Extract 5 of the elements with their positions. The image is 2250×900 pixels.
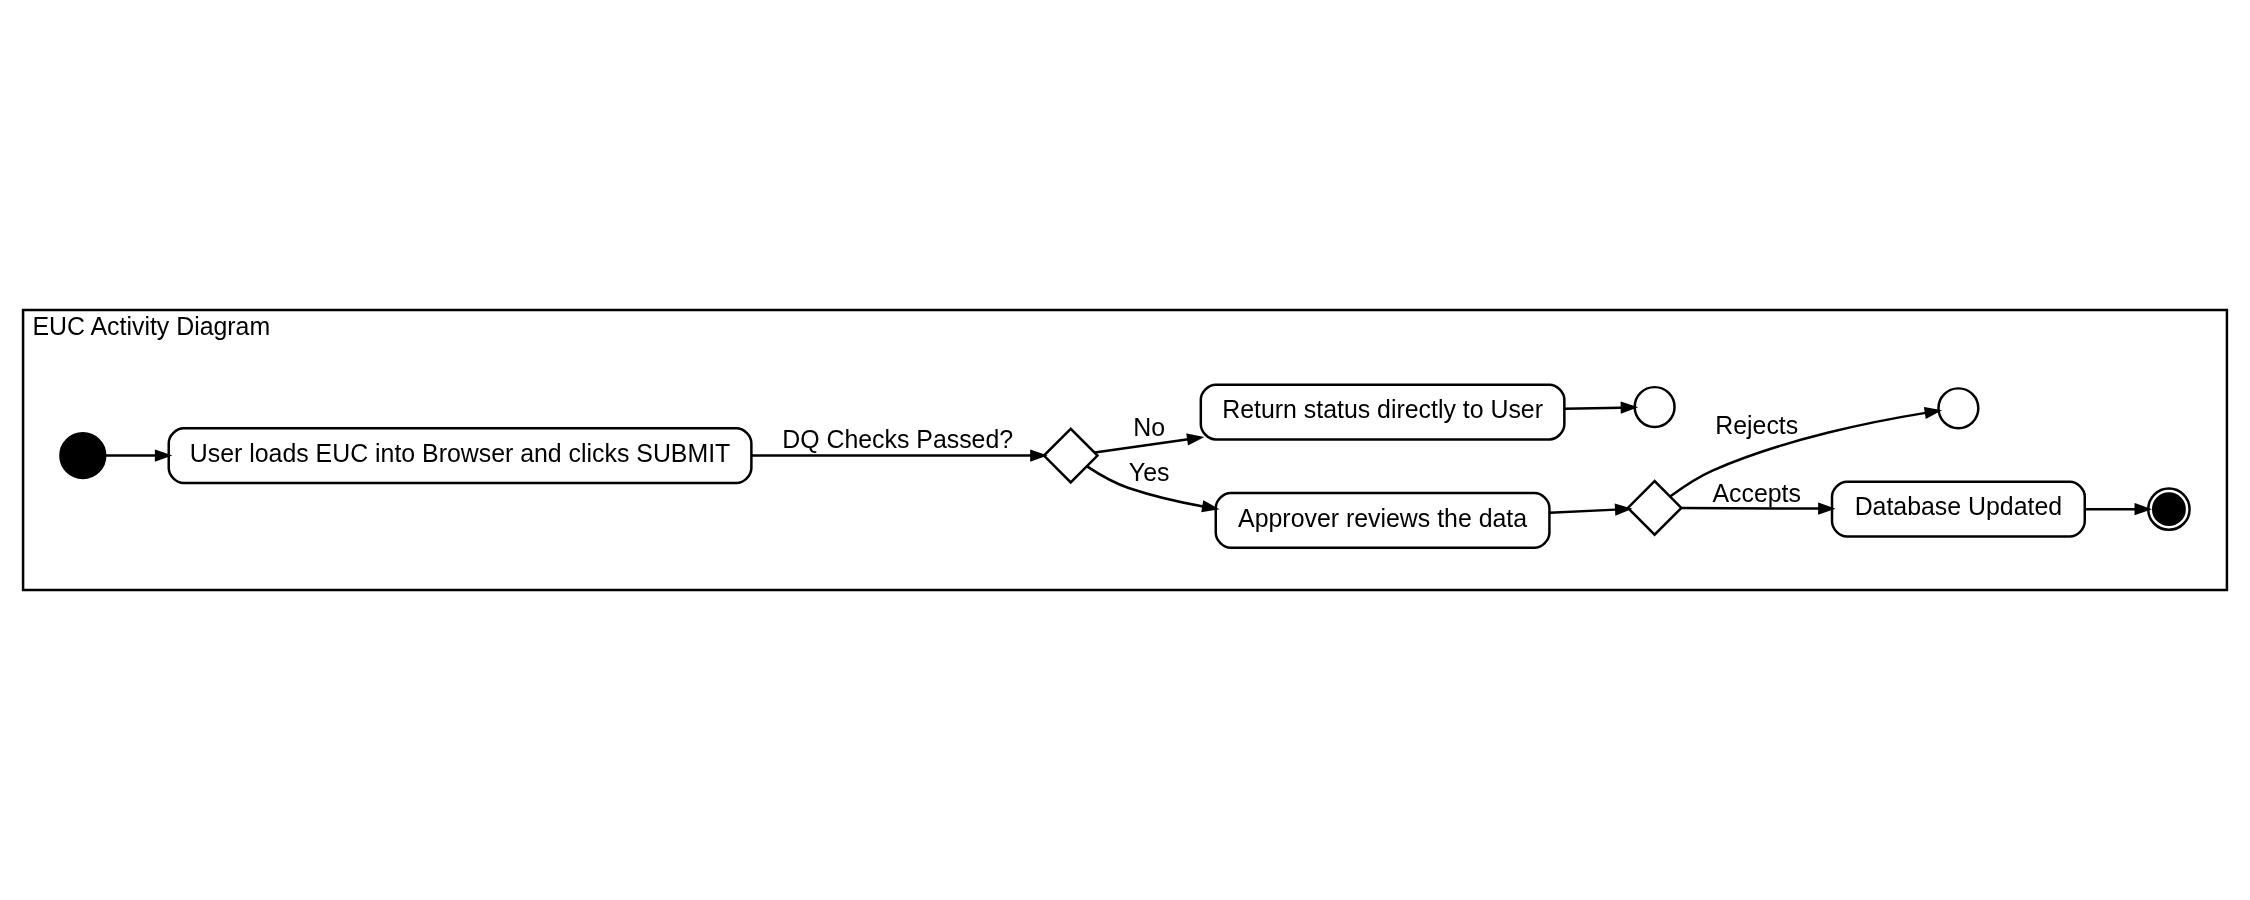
edge-label: DQ Checks Passed? xyxy=(782,425,1014,454)
edge-label: No xyxy=(1133,412,1166,441)
edge-label: Rejects xyxy=(1715,411,1799,440)
edge-label: Yes xyxy=(1128,457,1170,486)
edge-label: Accepts xyxy=(1712,478,1801,507)
